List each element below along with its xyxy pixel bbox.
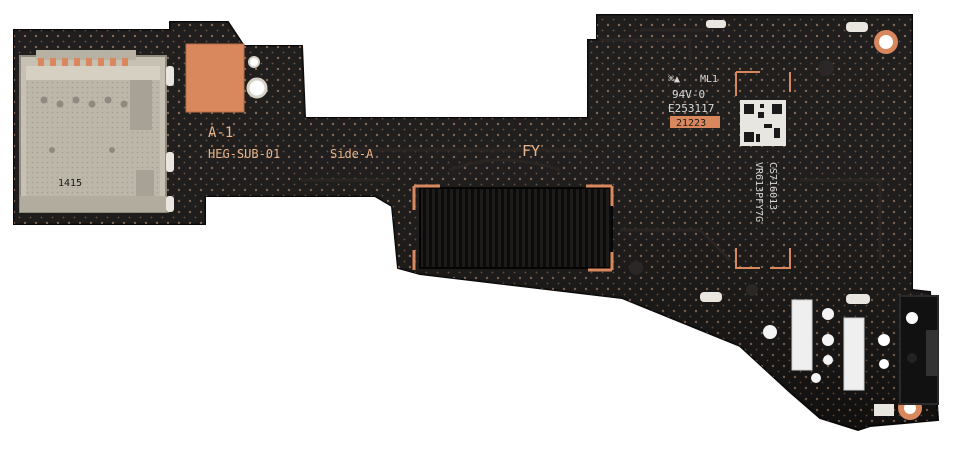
silk-ul-file: E253117	[668, 102, 714, 115]
pcb-traces	[300, 28, 882, 262]
silk-ref: A-1	[208, 125, 233, 141]
chip-label-line-1: CS716013	[767, 162, 778, 210]
copper-pad	[186, 44, 244, 112]
date-code-box	[670, 116, 720, 128]
headphone-jack	[878, 295, 939, 405]
sd-marking: 1415	[58, 178, 82, 189]
silk-flammability: 94V-0	[672, 88, 705, 101]
silk-ul-mark: ML1	[700, 74, 718, 85]
silk-part-number: HEG-SUB-01	[208, 147, 280, 161]
mounting-hole	[246, 77, 268, 99]
ic-footprint	[735, 71, 791, 269]
silk-side: Side-A	[330, 147, 374, 161]
dark-pads	[629, 60, 834, 296]
flex-connector	[412, 184, 614, 272]
chip-label-line-2: VR613PFY7G	[753, 162, 764, 222]
silk-date-code: 21223	[676, 118, 706, 129]
qr-code-label	[740, 100, 786, 146]
through-holes	[763, 308, 834, 383]
ul-logo-icon: ⌘▲	[668, 74, 680, 85]
sd-card-reader: 1415	[19, 50, 167, 213]
silk-code-fy: FY	[522, 142, 540, 160]
